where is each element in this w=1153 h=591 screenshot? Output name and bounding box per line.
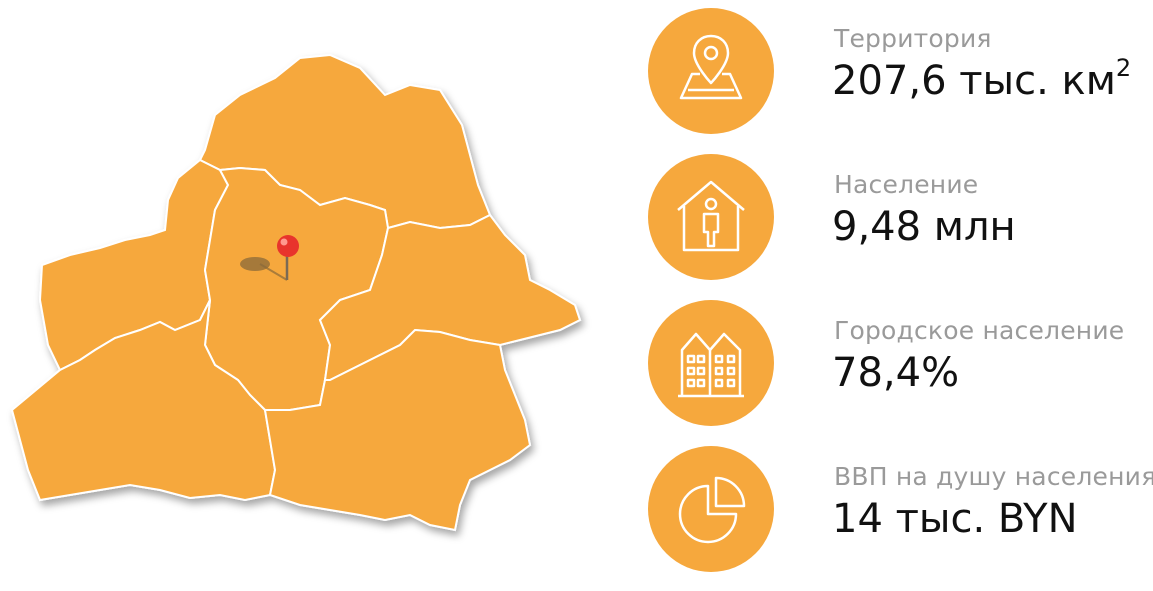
house-person-icon: [677, 180, 745, 252]
stat-value: 14 тыс. BYN: [832, 496, 1078, 542]
stat-icon-circle: [648, 446, 774, 572]
stat-label: Территория: [834, 24, 992, 53]
stat-value-text: 207,6 тыс. км: [832, 58, 1116, 104]
stat-value: 9,48 млн: [832, 204, 1016, 250]
pie-chart-icon: [678, 476, 746, 544]
stat-urban-population: Городское население 78,4%: [648, 300, 1148, 430]
stat-icon-circle: [648, 154, 774, 280]
region-gomel: [263, 328, 532, 532]
stat-value: 78,4%: [832, 350, 960, 396]
stat-territory: Территория 207,6 тыс. км2: [648, 8, 1148, 138]
stat-label: Население: [834, 170, 979, 199]
pin-shadow: [240, 257, 270, 271]
stat-population: Население 9,48 млн: [648, 154, 1148, 284]
stat-value-superscript: 2: [1115, 54, 1132, 82]
pin-head: [277, 235, 299, 257]
stat-label: Городское население: [834, 316, 1125, 345]
map-svg: [10, 53, 582, 532]
belarus-map: [10, 53, 582, 532]
map-location-icon: [679, 34, 743, 100]
stat-label: ВВП на душу населения: [834, 462, 1153, 491]
pin-needle-shadow: [259, 263, 288, 281]
city-buildings-icon: [678, 332, 744, 398]
stat-icon-circle: [648, 300, 774, 426]
stat-gdp-per-capita: ВВП на душу населения 14 тыс. BYN: [648, 446, 1153, 576]
pin-highlight: [280, 238, 288, 246]
stat-icon-circle: [648, 8, 774, 134]
stat-value: 207,6 тыс. км2: [832, 54, 1131, 104]
